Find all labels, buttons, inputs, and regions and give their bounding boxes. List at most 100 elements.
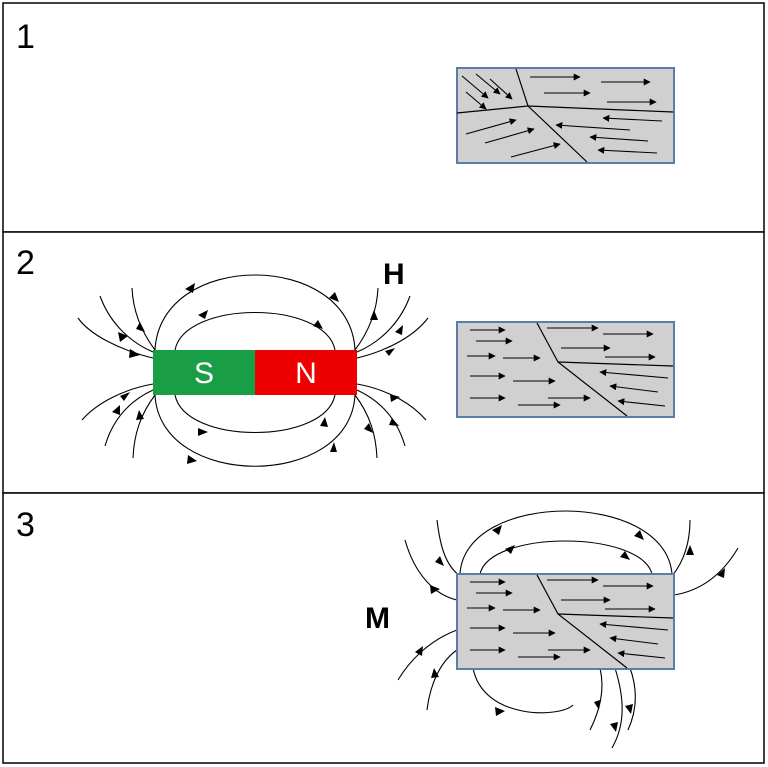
moment-arrow xyxy=(555,121,631,131)
magnetization-label: M xyxy=(365,602,390,635)
magnet-north-pole xyxy=(255,350,357,395)
field-arrowhead xyxy=(187,455,197,464)
north-pole-label: N xyxy=(295,357,317,390)
field-line xyxy=(77,317,154,359)
field-direction-arrows-3 xyxy=(415,525,725,732)
field-arrowhead xyxy=(390,394,400,402)
moment-arrow xyxy=(599,621,669,631)
field-line xyxy=(459,510,673,575)
field-line xyxy=(174,311,336,351)
field-line xyxy=(174,394,336,434)
moment-arrow xyxy=(461,75,489,99)
moment-arrow xyxy=(609,635,659,645)
field-arrowhead xyxy=(370,310,378,320)
field-line xyxy=(589,667,603,731)
domain-block-3 xyxy=(456,573,675,670)
field-line xyxy=(627,667,636,731)
moment-arrow xyxy=(609,383,659,393)
field-arrowhead xyxy=(610,722,618,732)
field-arrowhead xyxy=(385,348,395,356)
field-arrowhead xyxy=(313,320,323,329)
panel-2-number: 2 xyxy=(16,244,35,282)
field-arrowhead xyxy=(389,418,399,426)
panel-2: 2 H S N xyxy=(2,231,765,494)
field-line xyxy=(356,389,406,447)
field-line xyxy=(356,317,429,359)
field-line xyxy=(104,389,154,447)
magnetic-moments-2 xyxy=(467,324,669,409)
field-arrowhead xyxy=(118,332,128,342)
field-arrowhead xyxy=(320,417,328,427)
moment-arrow xyxy=(599,369,669,379)
field-arrowhead xyxy=(120,392,130,401)
field-arrowhead xyxy=(136,410,144,420)
moment-arrow xyxy=(510,142,561,158)
domain-walls-1 xyxy=(456,68,674,163)
domain-block-unmagnetized xyxy=(456,67,675,164)
field-line xyxy=(356,295,411,353)
domain-wall xyxy=(527,105,588,163)
magnet-field-lines xyxy=(77,274,429,467)
domain-block-1 xyxy=(456,67,675,164)
field-arrowhead xyxy=(198,428,208,436)
moment-arrow xyxy=(617,650,666,659)
panel-1-number: 1 xyxy=(16,18,35,56)
moment-arrow xyxy=(602,114,663,122)
domain-walls-2 xyxy=(536,322,674,417)
field-line xyxy=(356,383,427,421)
domain-wall xyxy=(557,613,674,619)
domain-block-2 xyxy=(456,321,675,418)
moment-arrow xyxy=(465,91,487,110)
moment-arrow xyxy=(597,146,658,154)
magnetic-moments-3 xyxy=(467,576,669,661)
field-line xyxy=(154,274,356,351)
field-arrowhead xyxy=(594,700,600,710)
field-arrowhead xyxy=(364,423,373,433)
field-arrowhead xyxy=(505,545,515,554)
field-line xyxy=(154,394,356,467)
field-arrowhead xyxy=(415,646,423,656)
field-line xyxy=(671,519,691,577)
magnetized-field-lines xyxy=(397,510,739,749)
field-line xyxy=(131,287,156,351)
field-line xyxy=(99,295,154,353)
field-arrowhead xyxy=(329,292,339,302)
field-arrowhead xyxy=(198,310,208,319)
moment-arrow xyxy=(465,118,517,135)
field-arrowhead xyxy=(395,325,403,335)
field-arrowhead xyxy=(129,349,140,358)
domain-wall xyxy=(557,361,674,367)
field-arrowhead xyxy=(185,283,195,293)
bar-magnet: S N xyxy=(153,350,357,395)
moment-arrow xyxy=(617,398,666,407)
field-line xyxy=(611,667,623,749)
field-line xyxy=(472,667,574,714)
domain-walls-3 xyxy=(536,574,674,669)
field-arrowhead xyxy=(492,525,502,535)
field-arrowhead xyxy=(435,556,444,566)
magnet-south-pole xyxy=(153,350,255,395)
field-direction-arrows xyxy=(112,283,403,464)
field-arrowhead xyxy=(495,707,505,716)
field-arrowhead xyxy=(330,442,337,452)
field-line xyxy=(404,539,458,601)
field-arrowhead xyxy=(431,668,439,678)
magnetic-moments-1 xyxy=(461,73,663,158)
field-arrowhead xyxy=(717,568,725,578)
moment-arrow xyxy=(475,73,501,95)
field-line xyxy=(479,540,653,575)
domain-block-partially-magnetized xyxy=(456,321,675,418)
field-line xyxy=(81,383,154,421)
field-arrowhead xyxy=(430,585,440,594)
field-arrowhead xyxy=(686,545,694,555)
domain-wall xyxy=(527,105,674,113)
moment-arrow xyxy=(589,133,649,142)
field-arrowhead xyxy=(634,530,644,540)
field-line xyxy=(354,394,378,459)
field-arrowhead xyxy=(620,551,630,560)
field-arrowhead xyxy=(136,322,145,332)
field-arrowhead xyxy=(112,405,120,415)
panel-3-number: 3 xyxy=(16,506,35,544)
field-line xyxy=(132,394,156,459)
